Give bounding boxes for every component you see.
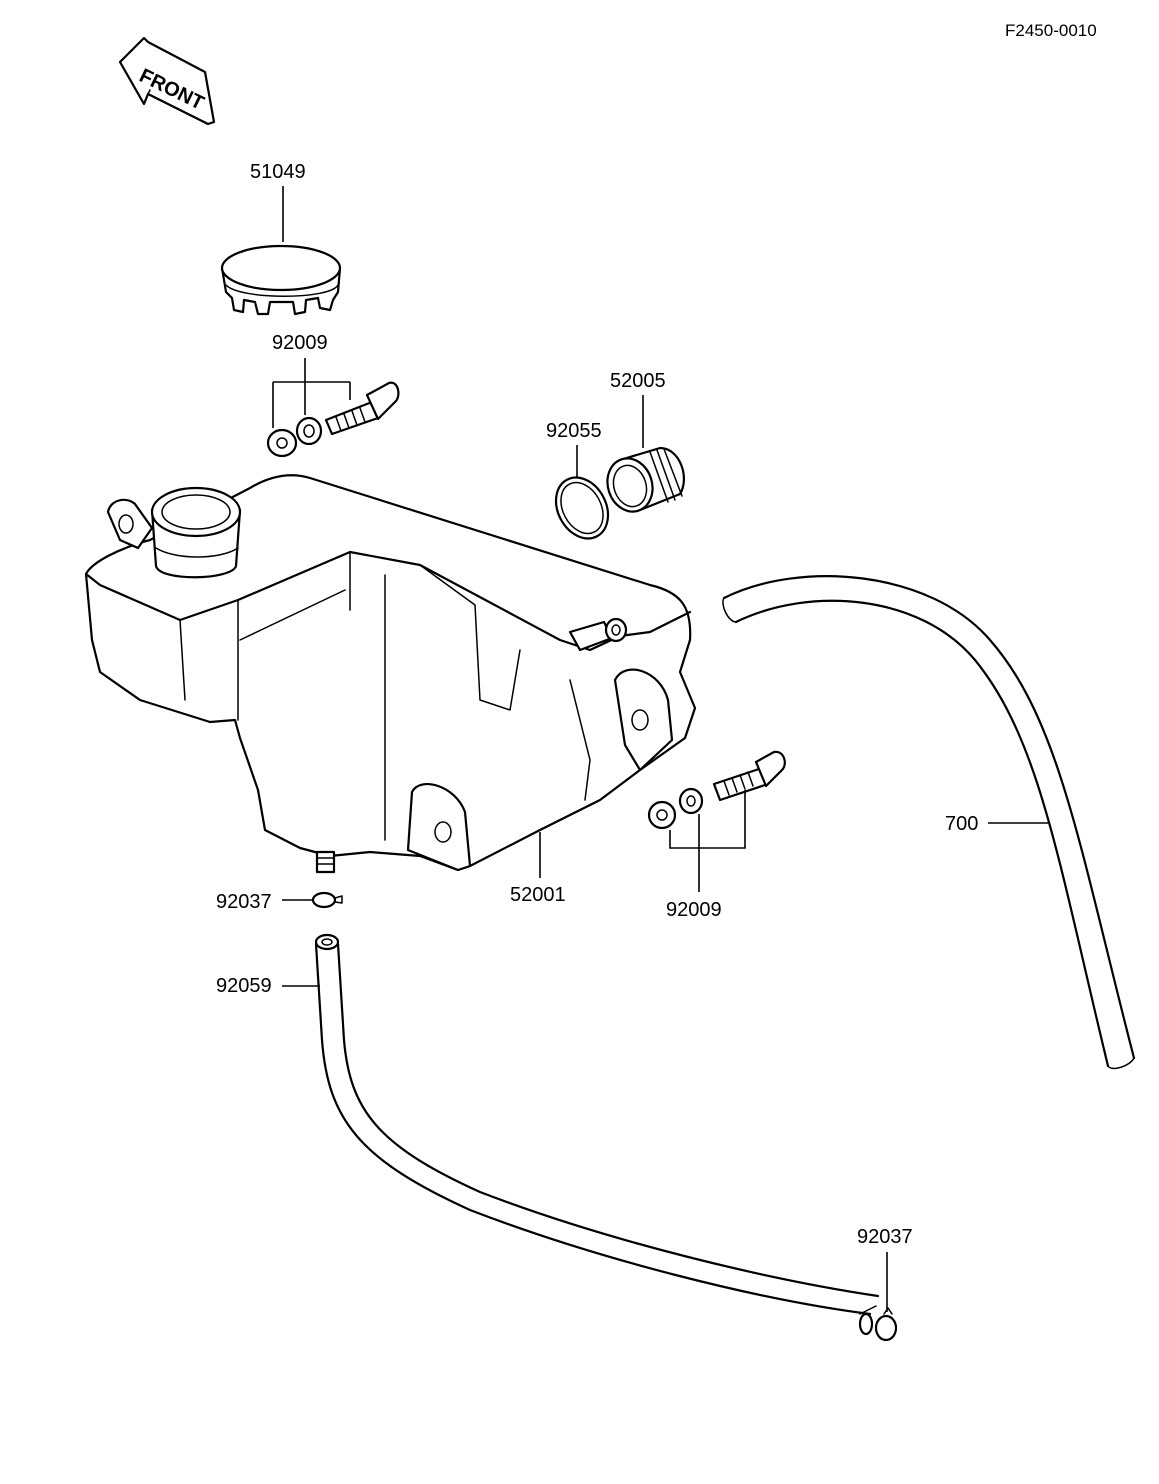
label-92009-lower: 92009 <box>666 899 722 921</box>
label-92037-upper: 92037 <box>216 891 272 913</box>
drain-hose <box>314 933 880 1336</box>
label-700: 700 <box>945 813 978 835</box>
o-ring-gasket <box>554 476 610 540</box>
upper-hose-clamp <box>311 891 343 909</box>
label-92055: 92055 <box>546 420 602 442</box>
front-arrow: FRONT <box>118 36 216 126</box>
label-52001: 52001 <box>510 884 566 906</box>
reservoir-tank <box>84 474 697 874</box>
label-52005: 52005 <box>610 370 666 392</box>
filler-plug <box>606 446 685 513</box>
overflow-hose <box>722 575 1136 1070</box>
label-92037-lower: 92037 <box>857 1226 913 1248</box>
lower-hose-clamp <box>874 1307 898 1342</box>
label-92009-upper: 92009 <box>272 332 328 354</box>
reservoir-cap <box>220 244 342 316</box>
reference-code: F2450-0010 <box>1005 21 1097 40</box>
lower-bolt-assembly <box>647 750 786 830</box>
upper-bolt-assembly <box>266 381 400 458</box>
label-92059: 92059 <box>216 975 272 997</box>
label-51049: 51049 <box>250 161 306 183</box>
